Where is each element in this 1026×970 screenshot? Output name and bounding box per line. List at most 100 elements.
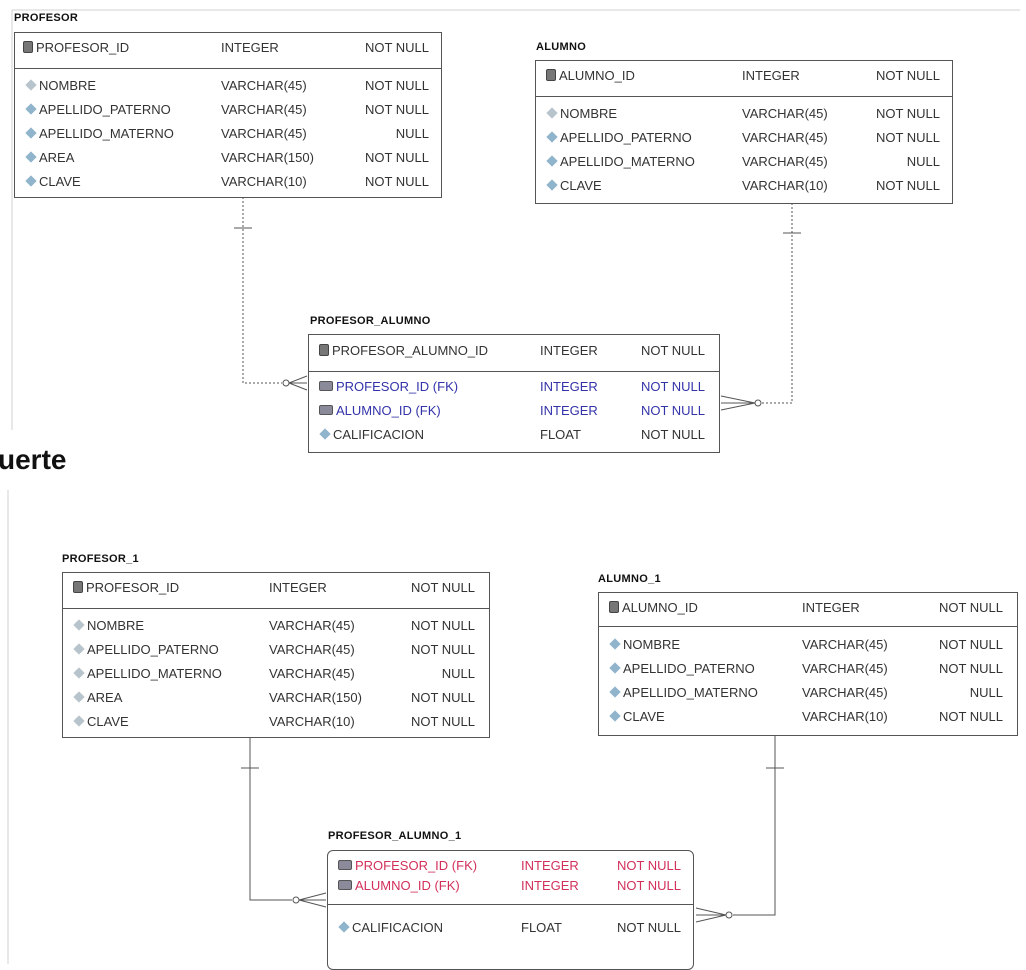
column-row: NOMBRE VARCHAR(45) NOT NULL <box>15 74 441 98</box>
column-type: VARCHAR(150) <box>221 150 314 165</box>
entity-alumno-1[interactable]: ALUMNO_ID INTEGER NOT NULL NOMBRE VARCHA… <box>598 592 1018 736</box>
column-null: NOT NULL <box>410 580 475 595</box>
column-name: ALUMNO_ID (FK) <box>355 878 460 893</box>
attribute-icon <box>609 662 621 674</box>
column-row: APELLIDO_MATERNO VARCHAR(45) NULL <box>536 150 952 174</box>
attribute-icon <box>546 107 558 119</box>
column-name: CLAVE <box>39 174 81 189</box>
column-name: CALIFICACION <box>352 920 444 935</box>
attribute-icon <box>73 667 85 679</box>
primary-key-icon <box>609 601 619 613</box>
column-null: NOT NULL <box>410 714 475 729</box>
rel-alumno1-profesor-alumno1 <box>695 735 784 923</box>
key-separator <box>599 626 1017 627</box>
entity-profesor-alumno-1[interactable]: PROFESOR_ID (FK) INTEGER NOT NULL ALUMNO… <box>327 850 694 970</box>
primary-foreign-key-icon <box>338 880 352 890</box>
rel-alumno-profesor-alumno <box>720 203 801 411</box>
primary-key-icon <box>23 41 33 53</box>
column-null: NULL <box>441 666 475 681</box>
column-row: CALIFICACION FLOAT NOT NULL <box>309 423 719 447</box>
column-null: NOT NULL <box>938 600 1003 615</box>
column-name: ALUMNO_ID (FK) <box>336 403 441 418</box>
pk-row: ALUMNO_ID INTEGER NOT NULL <box>536 64 952 88</box>
table-title-alumno: ALUMNO <box>536 41 587 53</box>
primary-key-icon <box>319 344 329 356</box>
column-row: APELLIDO_MATERNO VARCHAR(45) NULL <box>599 681 1017 705</box>
column-row: AREA VARCHAR(150) NOT NULL <box>63 686 489 710</box>
primary-key-icon <box>546 69 556 81</box>
column-name: CLAVE <box>87 714 129 729</box>
attribute-icon <box>73 643 85 655</box>
table-title-alumno-1: ALUMNO_1 <box>598 573 661 585</box>
pk-row: PROFESOR_ID INTEGER NOT NULL <box>63 576 489 600</box>
column-row: AREA VARCHAR(150) NOT NULL <box>15 146 441 170</box>
pk-fk-row: PROFESOR_ID (FK) INTEGER NOT NULL <box>328 854 693 878</box>
column-row: NOMBRE VARCHAR(45) NOT NULL <box>63 614 489 638</box>
attribute-icon <box>25 103 37 115</box>
column-type: VARCHAR(45) <box>221 102 307 117</box>
column-type: INTEGER <box>521 858 579 873</box>
column-name: APELLIDO_MATERNO <box>560 154 695 169</box>
attribute-icon <box>25 79 37 91</box>
key-separator <box>15 68 441 69</box>
attribute-icon <box>73 715 85 727</box>
column-type: VARCHAR(10) <box>221 174 307 189</box>
column-name: APELLIDO_PATERNO <box>87 642 219 657</box>
column-null: NOT NULL <box>640 427 705 442</box>
column-null: NOT NULL <box>875 130 940 145</box>
section-heading-fragment: uerte <box>0 444 67 475</box>
column-null: NULL <box>969 685 1003 700</box>
entity-profesor-1[interactable]: PROFESOR_ID INTEGER NOT NULL NOMBRE VARC… <box>62 572 490 738</box>
entity-profesor[interactable]: PROFESOR_ID INTEGER NOT NULL NOMBRE VARC… <box>14 32 442 198</box>
column-row: CLAVE VARCHAR(10) NOT NULL <box>536 174 952 198</box>
column-type: VARCHAR(45) <box>802 637 888 652</box>
column-type: VARCHAR(45) <box>802 661 888 676</box>
column-row: APELLIDO_MATERNO VARCHAR(45) NULL <box>63 662 489 686</box>
fk-row: PROFESOR_ID (FK) INTEGER NOT NULL <box>309 375 719 399</box>
column-name: NOMBRE <box>87 618 145 633</box>
entity-alumno[interactable]: ALUMNO_ID INTEGER NOT NULL NOMBRE VARCHA… <box>535 60 953 204</box>
column-name: APELLIDO_PATERNO <box>39 102 171 117</box>
column-name: ALUMNO_ID <box>622 600 698 615</box>
column-name: CLAVE <box>560 178 602 193</box>
column-row: NOMBRE VARCHAR(45) NOT NULL <box>599 633 1017 657</box>
column-type: INTEGER <box>540 379 598 394</box>
column-name: CALIFICACION <box>333 427 425 442</box>
column-name: APELLIDO_MATERNO <box>623 685 758 700</box>
column-type: INTEGER <box>742 68 800 83</box>
column-name: APELLIDO_MATERNO <box>39 126 174 141</box>
key-separator <box>536 96 952 97</box>
attribute-icon <box>73 691 85 703</box>
attribute-icon <box>25 127 37 139</box>
attribute-icon <box>546 131 558 143</box>
column-type: VARCHAR(45) <box>802 685 888 700</box>
column-type: VARCHAR(45) <box>269 618 355 633</box>
column-null: NOT NULL <box>364 102 429 117</box>
attribute-icon <box>73 619 85 631</box>
column-type: VARCHAR(150) <box>269 690 362 705</box>
attribute-icon <box>609 686 621 698</box>
attribute-icon <box>338 921 350 933</box>
column-null: NOT NULL <box>875 106 940 121</box>
primary-foreign-key-icon <box>338 860 352 870</box>
column-name: PROFESOR_ALUMNO_ID <box>332 343 489 358</box>
column-name: AREA <box>39 150 75 165</box>
column-type: INTEGER <box>269 580 327 595</box>
column-null: NOT NULL <box>364 150 429 165</box>
column-name: PROFESOR_ID <box>86 580 180 595</box>
column-type: VARCHAR(45) <box>269 666 355 681</box>
attribute-icon <box>319 428 331 440</box>
rel-profesor1-profesor-alumno1 <box>241 738 327 908</box>
column-type: VARCHAR(45) <box>269 642 355 657</box>
column-type: INTEGER <box>540 403 598 418</box>
key-separator <box>63 608 489 609</box>
column-name: AREA <box>87 690 123 705</box>
column-row: APELLIDO_PATERNO VARCHAR(45) NOT NULL <box>15 98 441 122</box>
column-null: NOT NULL <box>640 379 705 394</box>
column-name: PROFESOR_ID (FK) <box>336 379 459 394</box>
column-type: VARCHAR(10) <box>742 178 828 193</box>
entity-profesor-alumno[interactable]: PROFESOR_ALUMNO_ID INTEGER NOT NULL PROF… <box>308 334 720 453</box>
column-row: APELLIDO_PATERNO VARCHAR(45) NOT NULL <box>599 657 1017 681</box>
column-null: NOT NULL <box>616 858 681 873</box>
column-null: NOT NULL <box>640 343 705 358</box>
